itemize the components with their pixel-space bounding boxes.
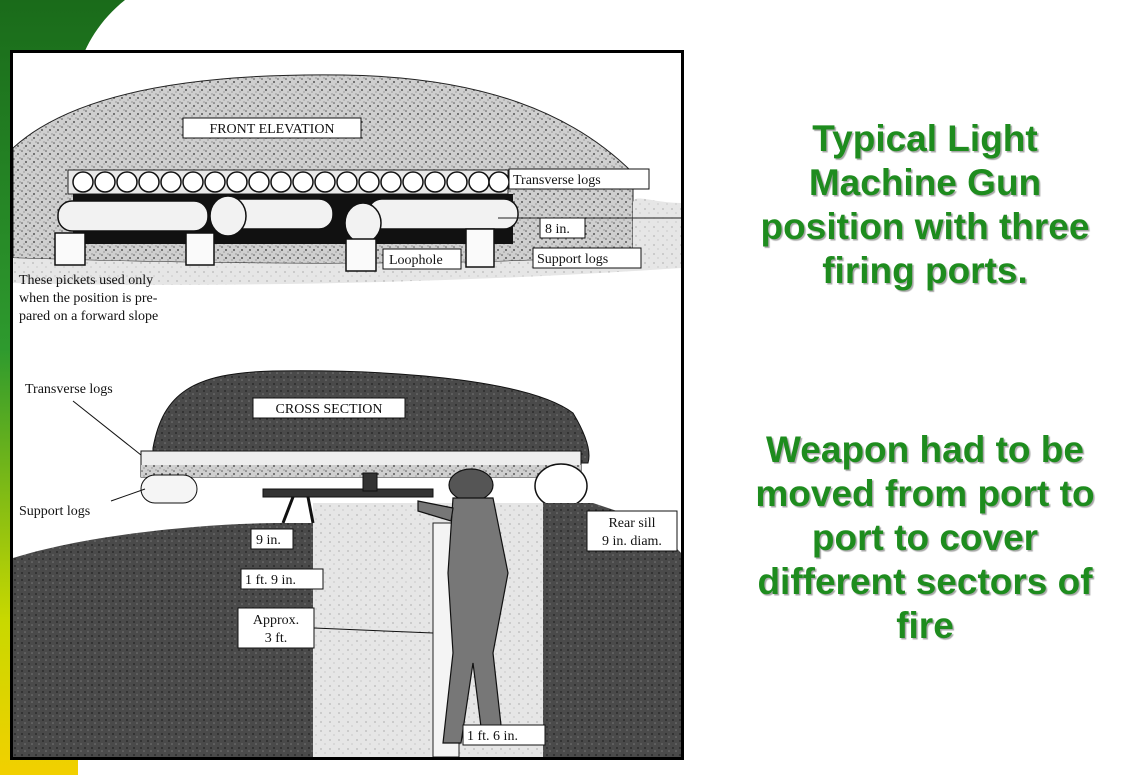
caption-body: Weapon had to be moved from port to port…	[755, 429, 1095, 646]
soldier-figure	[417, 468, 509, 744]
cross-label-1ft9in: 1 ft. 9 in.	[245, 573, 296, 588]
front-label-transverse-logs: Transverse logs	[513, 173, 601, 188]
cross-trench-interior	[313, 503, 543, 757]
machine-gun	[262, 472, 434, 524]
front-label-loophole: Loophole	[389, 253, 443, 268]
cross-label-3ft: 3 ft.	[265, 631, 288, 646]
support-logs	[57, 195, 519, 244]
cross-label-rear-sill: Rear sill	[608, 516, 655, 531]
front-label-8in: 8 in.	[545, 222, 570, 237]
front-elevation-title: FRONT ELEVATION	[209, 122, 334, 137]
cross-section: CROSS SECTION Transverse logs Support lo…	[13, 370, 681, 757]
bunker-diagram-drawing: FRONT ELEVATION Transverse logs 8 in. Lo…	[13, 74, 681, 757]
cross-ground-right	[543, 503, 681, 757]
bunker-diagram: FRONT ELEVATION Transverse logs 8 in. Lo…	[10, 50, 684, 760]
cross-label-9in: 9 in.	[256, 533, 281, 548]
cross-label-support-logs: Support logs	[19, 504, 90, 519]
cross-label-rear-sill-diam: 9 in. diam.	[602, 534, 662, 549]
cross-rear-sill-log	[534, 463, 588, 509]
cross-section-title: CROSS SECTION	[276, 402, 383, 417]
transverse-log-ends	[67, 169, 510, 195]
front-ground	[13, 198, 681, 285]
caption-title: Typical Light Machine Gun position with …	[760, 118, 1090, 291]
front-note-line2: when the position is pre-	[19, 291, 158, 306]
front-elevation: FRONT ELEVATION Transverse logs 8 in. Lo…	[13, 74, 681, 324]
cross-label-transverse-logs: Transverse logs	[25, 382, 113, 397]
pickets	[54, 228, 495, 272]
cross-label-1ft6in: 1 ft. 6 in.	[467, 729, 518, 744]
cross-support-log	[140, 474, 198, 504]
front-note-line3: pared on a forward slope	[19, 309, 158, 324]
front-label-support-logs: Support logs	[537, 252, 608, 267]
cross-label-approx: Approx.	[253, 613, 299, 628]
front-note-line1: These pickets used only	[19, 273, 153, 288]
